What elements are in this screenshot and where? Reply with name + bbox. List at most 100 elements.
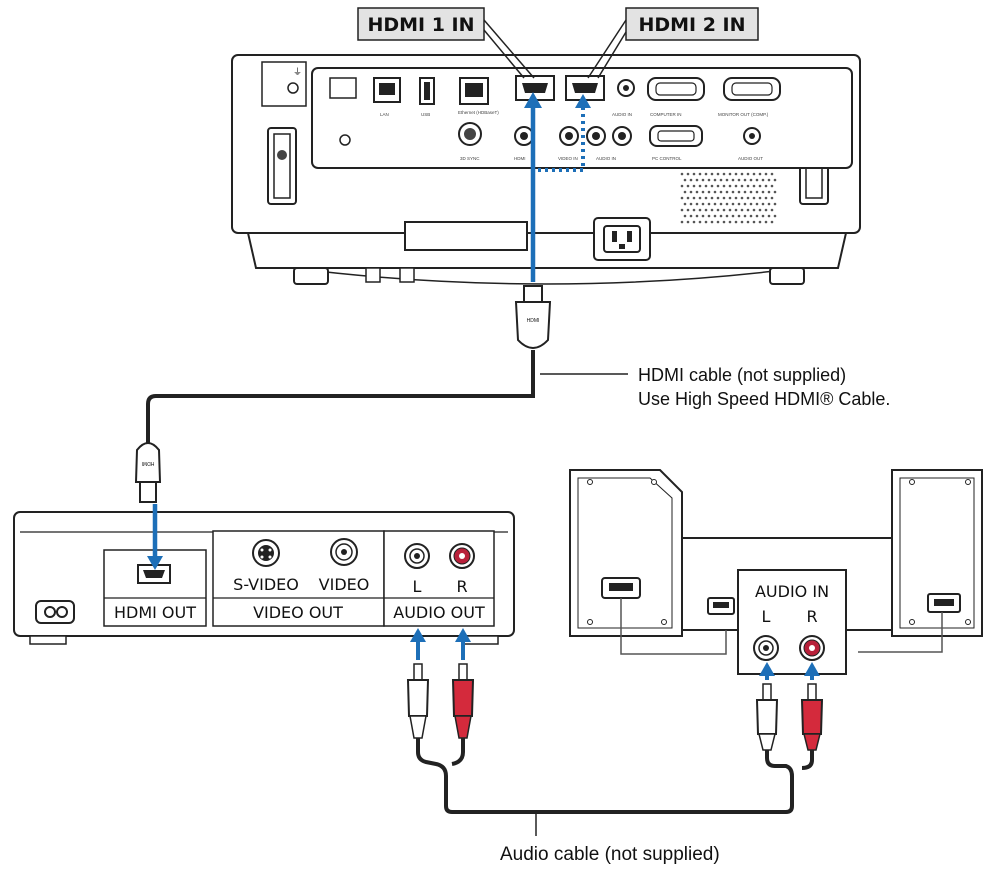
vent-dot xyxy=(686,208,690,212)
vent-dot xyxy=(680,208,684,212)
vent-dot xyxy=(734,220,738,224)
vent-dot xyxy=(767,202,771,206)
vent-dot xyxy=(698,208,702,212)
vent-dot xyxy=(722,220,726,224)
speaker-audio-in-l-jack xyxy=(753,635,779,661)
service-port xyxy=(329,77,357,99)
vent-dot xyxy=(719,178,723,182)
vent-dot xyxy=(680,220,684,224)
vent-dot xyxy=(686,172,690,176)
vent-dot xyxy=(725,190,729,194)
vent-dot xyxy=(689,178,693,182)
vent-dot xyxy=(764,208,768,212)
vent-dot xyxy=(752,172,756,176)
hdmi1-tag-text: HDMI 1 IN xyxy=(367,14,474,36)
arrow-audio-speaker-l-head xyxy=(759,662,775,676)
audio-out-r-jack xyxy=(449,543,475,569)
vent-dot xyxy=(746,172,750,176)
vent-dot xyxy=(683,214,687,218)
vent-dot xyxy=(716,208,720,212)
vent-dot xyxy=(728,196,732,200)
vent-dot xyxy=(725,202,729,206)
video-in-label: VIDEO IN xyxy=(558,156,578,161)
vent-dot xyxy=(695,178,699,182)
arrow-audio-speaker-r-head xyxy=(804,662,820,676)
vent-dot xyxy=(734,184,738,188)
vent-dot xyxy=(755,202,759,206)
vent-dot xyxy=(758,184,762,188)
ethernet-port-label: Ethernet (HDBaseT) xyxy=(458,110,499,115)
s-video-label: S-VIDEO xyxy=(233,575,299,594)
vent-dot xyxy=(746,184,750,188)
vent-dot xyxy=(686,196,690,200)
vent-dot xyxy=(710,220,714,224)
projector: ⏚ LAN USB Ethernet (HDBa xyxy=(231,54,861,285)
vent-dot xyxy=(713,190,717,194)
vent-dot xyxy=(770,220,774,224)
vent-dot xyxy=(683,190,687,194)
vent-dot xyxy=(722,184,726,188)
audio-in-r-jack xyxy=(612,126,632,146)
vent-dot xyxy=(737,202,741,206)
arrow-to-hdmi2-head xyxy=(575,94,591,108)
hdmi-out-port xyxy=(137,564,171,584)
vent-dot xyxy=(713,214,717,218)
vent-dot xyxy=(749,190,753,194)
hdmi2-tag-text: HDMI 2 IN xyxy=(638,14,745,36)
vent-dot xyxy=(740,220,744,224)
vent-dot xyxy=(701,202,705,206)
vent-dot xyxy=(716,184,720,188)
projector-foot-left xyxy=(293,267,329,285)
vent-dot xyxy=(719,202,723,206)
computer-in-label: COMPUTER IN xyxy=(650,112,682,117)
vent-dot xyxy=(734,196,738,200)
vent-dot xyxy=(713,178,717,182)
audio-plug-speaker-red xyxy=(800,683,824,751)
video-in-jack xyxy=(559,126,579,146)
hdmi-cable-wire xyxy=(146,350,535,446)
connection-arrows xyxy=(147,92,820,680)
vent-dot xyxy=(752,184,756,188)
vent-dot xyxy=(686,184,690,188)
vent-dot xyxy=(755,214,759,218)
hdmi2-callout: HDMI 2 IN xyxy=(587,7,759,79)
vent-dot xyxy=(719,190,723,194)
vent-dot xyxy=(680,172,684,176)
audio-out-r-label: R xyxy=(456,577,467,596)
vent-dot xyxy=(773,202,777,206)
vent-dot xyxy=(704,220,708,224)
audio-out-l-jack xyxy=(404,543,430,569)
vent-dot xyxy=(743,190,747,194)
vent-dot xyxy=(698,196,702,200)
video-rca-jack xyxy=(330,538,358,566)
arrow-to-hdmi2-dotted xyxy=(538,104,585,172)
vent-dot xyxy=(746,196,750,200)
vent-dot xyxy=(719,214,723,218)
vent-dot xyxy=(728,172,732,176)
vent-dot xyxy=(704,172,708,176)
vent-dot xyxy=(764,172,768,176)
vent-dot xyxy=(707,202,711,206)
vent-dot xyxy=(758,220,762,224)
pc-control-port xyxy=(649,125,703,147)
vent-dot xyxy=(704,208,708,212)
vent-dot xyxy=(683,178,687,182)
lan-port xyxy=(373,77,401,103)
vent-dot xyxy=(716,172,720,176)
vent-dot xyxy=(710,196,714,200)
vent-dot xyxy=(698,172,702,176)
projector-handle-left xyxy=(267,127,297,205)
arrow-to-hdmi-out-head xyxy=(147,556,163,570)
vent-dot xyxy=(761,202,765,206)
vent-dot xyxy=(692,208,696,212)
vent-dot xyxy=(731,202,735,206)
hdmi-plug-top-text: HDMI xyxy=(527,318,540,324)
usb-port xyxy=(419,77,435,105)
vent-dot xyxy=(710,208,714,212)
audio-out-l-label: L xyxy=(413,577,422,596)
vent-dot xyxy=(722,208,726,212)
speaker-audio-in-panel xyxy=(737,569,847,675)
vent-dot xyxy=(758,196,762,200)
projector-corner-module xyxy=(261,61,307,107)
